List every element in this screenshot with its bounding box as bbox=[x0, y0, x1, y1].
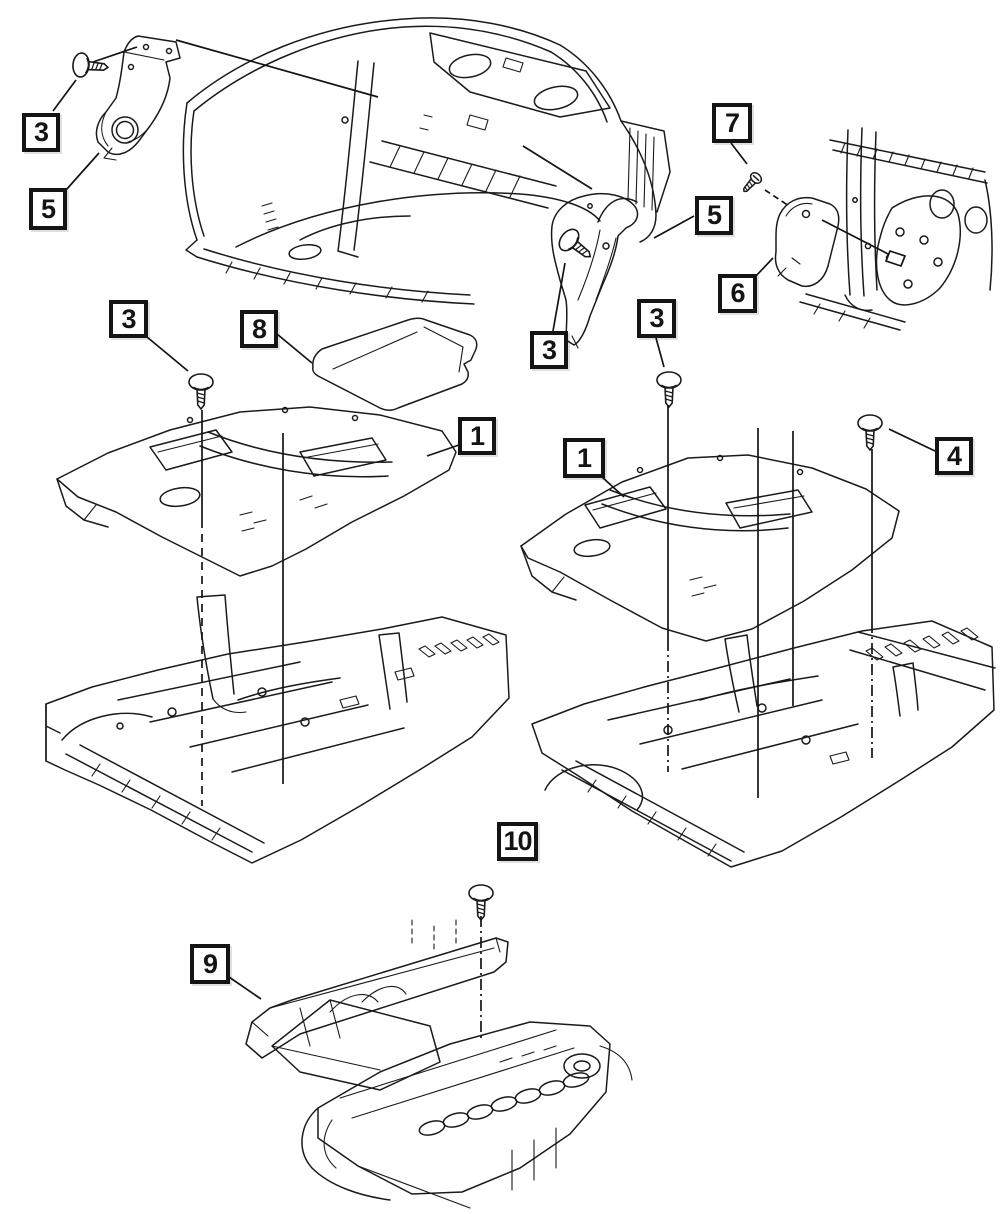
leader-callout3-to-pin bbox=[52, 79, 77, 112]
quarter-trim-panel-drawing bbox=[550, 192, 639, 349]
callout-3-quarter-pin[interactable]: 3 bbox=[530, 331, 568, 369]
kick-panel-drawing bbox=[774, 196, 840, 288]
screw-icon bbox=[743, 172, 763, 193]
push-pin-icon bbox=[468, 884, 494, 921]
callout-3-cowl-pin[interactable]: 3 bbox=[22, 113, 60, 152]
leader-callout3-to-right-pin bbox=[655, 337, 665, 368]
leader-callout9-to-silencer bbox=[228, 976, 262, 1000]
callout-3-left-carpet-pin[interactable]: 3 bbox=[109, 300, 148, 338]
callout-7-screw[interactable]: 7 bbox=[712, 103, 752, 143]
leader-callout4-to-pin bbox=[888, 428, 936, 452]
leader-kick-panel-to-pillar bbox=[821, 219, 895, 258]
callout-5-quarter-trim[interactable]: 5 bbox=[695, 196, 733, 235]
leader-callout3-to-quarter-pin bbox=[552, 262, 566, 332]
callout-10-floor-pan[interactable]: 10 bbox=[497, 822, 538, 861]
push-pin-icon bbox=[71, 51, 110, 81]
callout-1-right-carpet[interactable]: 1 bbox=[563, 438, 605, 478]
front-carpet-right-drawing bbox=[520, 454, 900, 642]
leader-callout3-to-left-pin bbox=[146, 336, 189, 372]
push-pin-icon bbox=[857, 414, 883, 451]
floor-pan-right-drawing bbox=[531, 620, 996, 868]
rear-floor-pan-drawing bbox=[271, 999, 633, 1209]
push-pin-icon bbox=[656, 371, 682, 408]
silencer-clip-marks bbox=[411, 919, 457, 951]
callout-3-right-carpet-pin[interactable]: 3 bbox=[637, 299, 676, 338]
callout-6-kick-panel[interactable]: 6 bbox=[718, 274, 757, 313]
cowl-side-body-drawing bbox=[799, 127, 993, 331]
callout-9-silencer[interactable]: 9 bbox=[190, 944, 230, 984]
leader-pin-to-cowl-trim bbox=[92, 46, 138, 63]
push-pin-icon bbox=[554, 224, 599, 267]
leader-callout5-to-quarter-trim bbox=[653, 215, 695, 239]
leader-body-to-quarter-trim bbox=[522, 145, 593, 190]
callout-1-left-carpet[interactable]: 1 bbox=[458, 417, 496, 455]
silencer-panel-drawing bbox=[245, 937, 509, 1059]
leader-callout7-to-screw bbox=[730, 142, 748, 165]
leader-callout5-to-cowl-trim bbox=[65, 152, 100, 191]
floor-mat-drawing bbox=[312, 317, 478, 411]
leader-cowl-trim-to-body bbox=[175, 39, 379, 98]
body-shell-drawing bbox=[182, 17, 671, 305]
pillar-clip bbox=[884, 249, 907, 268]
leader-callout1-to-right-carpet bbox=[601, 476, 625, 498]
front-carpet-left-drawing bbox=[56, 406, 457, 577]
floor-pan-left-drawing bbox=[45, 594, 510, 864]
leader-callout6-to-kick-panel bbox=[754, 257, 774, 278]
push-pin-icon bbox=[188, 373, 214, 410]
cowl-trim-panel-drawing bbox=[95, 35, 181, 161]
leader-screw-to-kick-panel bbox=[764, 189, 790, 207]
leader-callout1-to-left-carpet bbox=[426, 444, 460, 457]
callout-4-rear-pin[interactable]: 4 bbox=[935, 437, 973, 475]
callout-8-floor-mat[interactable]: 8 bbox=[240, 310, 278, 348]
leader-callout8-to-mat bbox=[276, 333, 313, 364]
callout-5-cowl-trim[interactable]: 5 bbox=[29, 188, 67, 230]
